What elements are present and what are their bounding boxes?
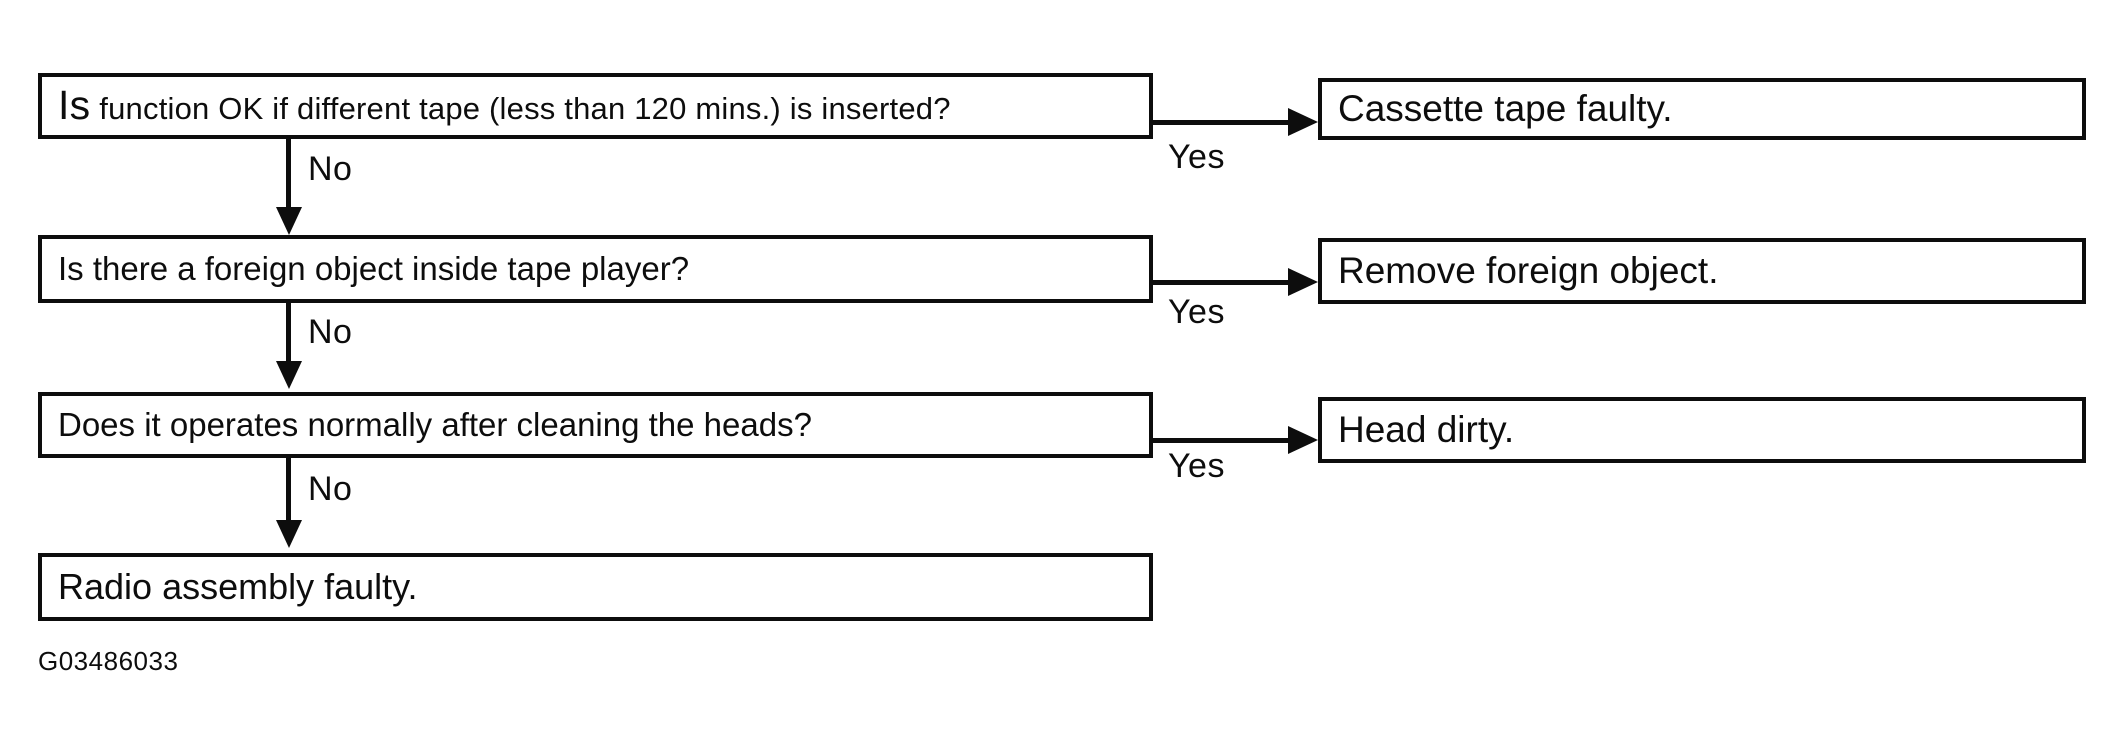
no-arrowhead-icon-3 [276,520,302,548]
result-box-2: Remove foreign object. [1318,238,2086,304]
yes-arrow-line-1 [1153,120,1290,125]
no-arrow-line-1 [286,139,291,209]
no-arrowhead-icon-2 [276,361,302,389]
result-1-text: Cassette tape faulty. [1338,88,1673,129]
question-box-2: Is there a foreign object inside tape pl… [38,235,1153,303]
figure-code: G03486033 [38,646,179,676]
result-box-3: Head dirty. [1318,397,2086,463]
no-arrow-line-2 [286,303,291,363]
yes-arrow-line-3 [1153,438,1290,443]
question-box-3: Does it operates normally after cleaning… [38,392,1153,458]
question-1-rest: function OK if different tape (less than… [99,91,951,126]
result-2-text: Remove foreign object. [1338,250,1719,291]
yes-label-1: Yes [1168,138,1225,176]
result-box-1: Cassette tape faulty. [1318,78,2086,140]
yes-arrowhead-icon-2 [1288,268,1318,296]
result-3-text: Head dirty. [1338,409,1515,450]
final-result-box: Radio assembly faulty. [38,553,1153,621]
yes-label-2: Yes [1168,293,1225,331]
no-label-3: No [308,470,353,508]
no-arrow-line-3 [286,458,291,522]
yes-arrowhead-icon-3 [1288,426,1318,454]
yes-arrow-line-2 [1153,280,1290,285]
no-label-2: No [308,313,353,351]
final-result-text: Radio assembly faulty. [58,566,418,607]
no-arrowhead-icon-1 [276,207,302,235]
question-2-text: Is there a foreign object inside tape pl… [58,250,690,287]
no-label-1: No [308,150,353,188]
question-1-lead: Is [58,82,91,128]
question-3-text: Does it operates normally after cleaning… [58,406,812,443]
yes-label-3: Yes [1168,447,1225,485]
yes-arrowhead-icon-1 [1288,108,1318,136]
